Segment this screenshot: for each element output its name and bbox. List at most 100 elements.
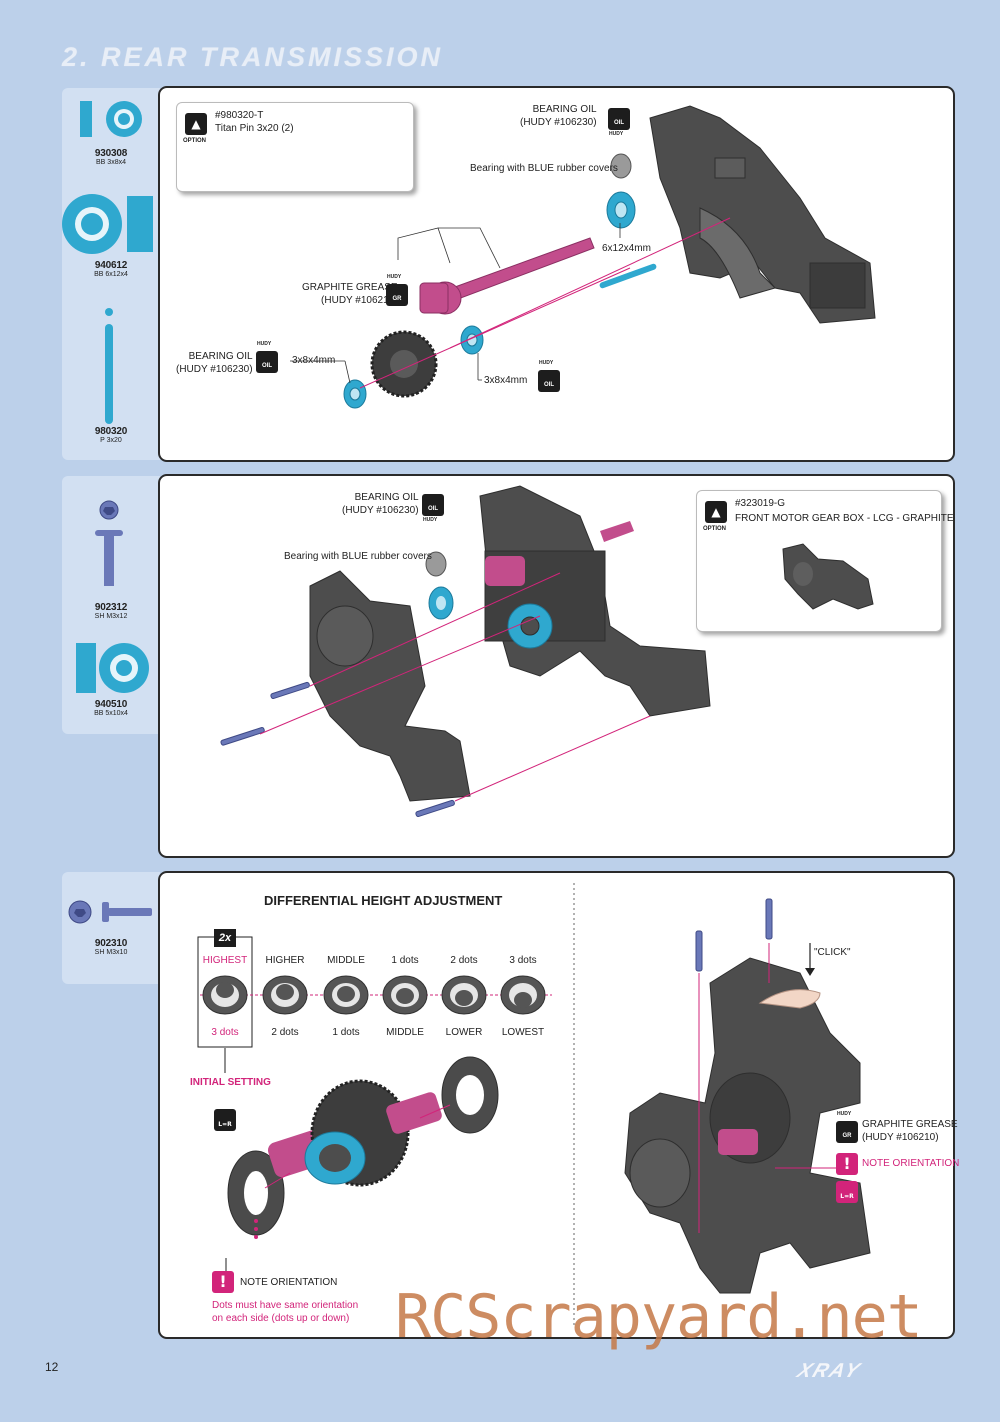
oil-icon-left: OIL [256,351,278,373]
thumbs-up-icon: ▲ [185,113,207,135]
pos-label-bottom-3: 1 dots [332,1027,360,1038]
blue-pin [599,263,657,289]
parts-icons-step2 [76,500,149,693]
assembly-lines-3 [698,943,836,1233]
option-name: Titan Pin 3x20 (2) [215,123,294,134]
spur-gear [370,330,438,398]
screws [220,681,455,818]
bearing-oil-label-step2: BEARING OIL(HUDY #106230) [342,492,419,516]
option-box-titan-pin: ▲ OPTION #980320-T Titan Pin 3x20 (2) [176,102,414,192]
parts-icons-step3 [68,900,152,924]
pos-label-top-1: HIGHEST [202,955,248,966]
outdrive-assembled [718,1129,758,1155]
option-code: #323019-G [735,498,786,509]
pos-label-bottom-1: 3 dots [211,1027,239,1038]
step3-illustration [197,883,871,1328]
bearing-blue-label: Bearing with BLUE rubber covers [470,163,618,174]
hudy-tag-right: HUDY [539,360,554,366]
gearbox-right-housing [479,485,711,717]
option-gearbox-image [782,543,874,610]
warning-icon-left: ! [212,1271,234,1293]
pin-icon [105,324,113,424]
assembled-gearbox [624,957,871,1294]
diff-height-heading: DIFFERENTIAL HEIGHT ADJUSTMENT [264,893,503,908]
thumbs-up-icon: ▲ [705,501,727,523]
size-6x12x4-label: 6x12x4mm [602,243,651,254]
graphite-grease-label: GRAPHITE GREASE(HUDY #106210) [302,282,398,306]
parts-icons-step1 [62,101,153,424]
step1-illustration [278,105,876,409]
pos-label-bottom-4: MIDDLE [386,1027,424,1038]
finger-press [758,989,821,1009]
step1-panel: ▲ OPTION #980320-T Titan Pin 3x20 (2) BE… [158,86,955,462]
oil-icon-top: OIL [608,108,630,130]
pin-end-icon [105,308,113,316]
pos-label-top-5: 2 dots [450,955,478,966]
pos-label-bottom-5: LOWER [445,1027,483,1038]
graphite-grease-label-step3: GRAPHITE GREASE(HUDY #106210) [862,1119,958,1143]
bearing-oil-label-left: BEARING OIL(HUDY #106230) [176,351,253,375]
assembly-lines-2 [259,572,651,802]
note-orientation-left: NOTE ORIENTATION [240,1277,338,1288]
differential-assembly [227,1056,499,1239]
gearbox-housing [649,105,876,324]
pinion [485,556,525,586]
vertical-screws [695,898,773,972]
hudy-tag-step3: HUDY [837,1111,852,1117]
hudy-tag-left: HUDY [257,341,272,347]
warning-icon-right: ! [836,1153,858,1175]
bearing-blue-label-step2: Bearing with BLUE rubber covers [284,551,432,562]
hudy-tag-grease: HUDY [387,274,402,280]
option-name: FRONT MOTOR GEAR BOX - LCG - GRAPHITE [735,513,954,524]
gearbox-left-housing [309,570,471,802]
size-3x8x4-left: 3x8x4mm [292,355,336,366]
shaft-end [600,521,634,542]
pos-label-top-6: 3 dots [509,955,537,966]
note-orientation-right: NOTE ORIENTATION [862,1158,960,1169]
page-title: 2. REAR TRANSMISSION [62,42,444,72]
click-label: "CLICK" [814,947,851,958]
outdrive-right [386,1092,442,1134]
option-label: OPTION [183,138,207,144]
oil-icon-step2: OIL [422,494,444,516]
pos-label-top-4: 1 dots [391,955,419,966]
initial-setting-label: INITIAL SETTING [190,1077,271,1088]
pos-label-top-3: MIDDLE [327,955,365,966]
bearing-oil-label-top: BEARING OIL(HUDY #106230) [520,104,597,128]
page-number: 12 [45,1360,59,1374]
option-code: #980320-T [215,110,264,121]
quantity-2x-badge: 2x [214,929,236,947]
brand-logo: XRAY [794,1360,865,1382]
bearing-5x10-side-icon [76,643,96,693]
hudy-tag-step2: HUDY [423,517,438,523]
grease-icon: GR [386,284,408,306]
watermark: RCScrapyard.net [395,1282,923,1352]
rubber-bearing-2 [425,551,447,577]
screw-icon [102,902,109,922]
grease-icon-step3: GR [836,1121,858,1143]
pos-label-bottom-6: LOWEST [501,1027,545,1038]
input-shaft [419,237,595,315]
height-adjusters [202,975,546,1015]
screw-icon [95,530,123,536]
bearing-large-side-icon [127,196,153,252]
left-equals-right-icon: L=R [214,1109,236,1131]
step2-illustration [220,485,711,818]
option-label: OPTION [703,526,727,532]
pos-label-bottom-2: 2 dots [271,1027,299,1038]
hudy-tag-top: HUDY [609,131,624,137]
assembly-lines [359,217,731,389]
size-3x8x4-right: 3x8x4mm [484,375,528,386]
pos-label-top-2: HIGHER [265,955,305,966]
left-equals-right-icon-right: L=R [836,1181,858,1203]
rubber-bearing [610,153,632,179]
